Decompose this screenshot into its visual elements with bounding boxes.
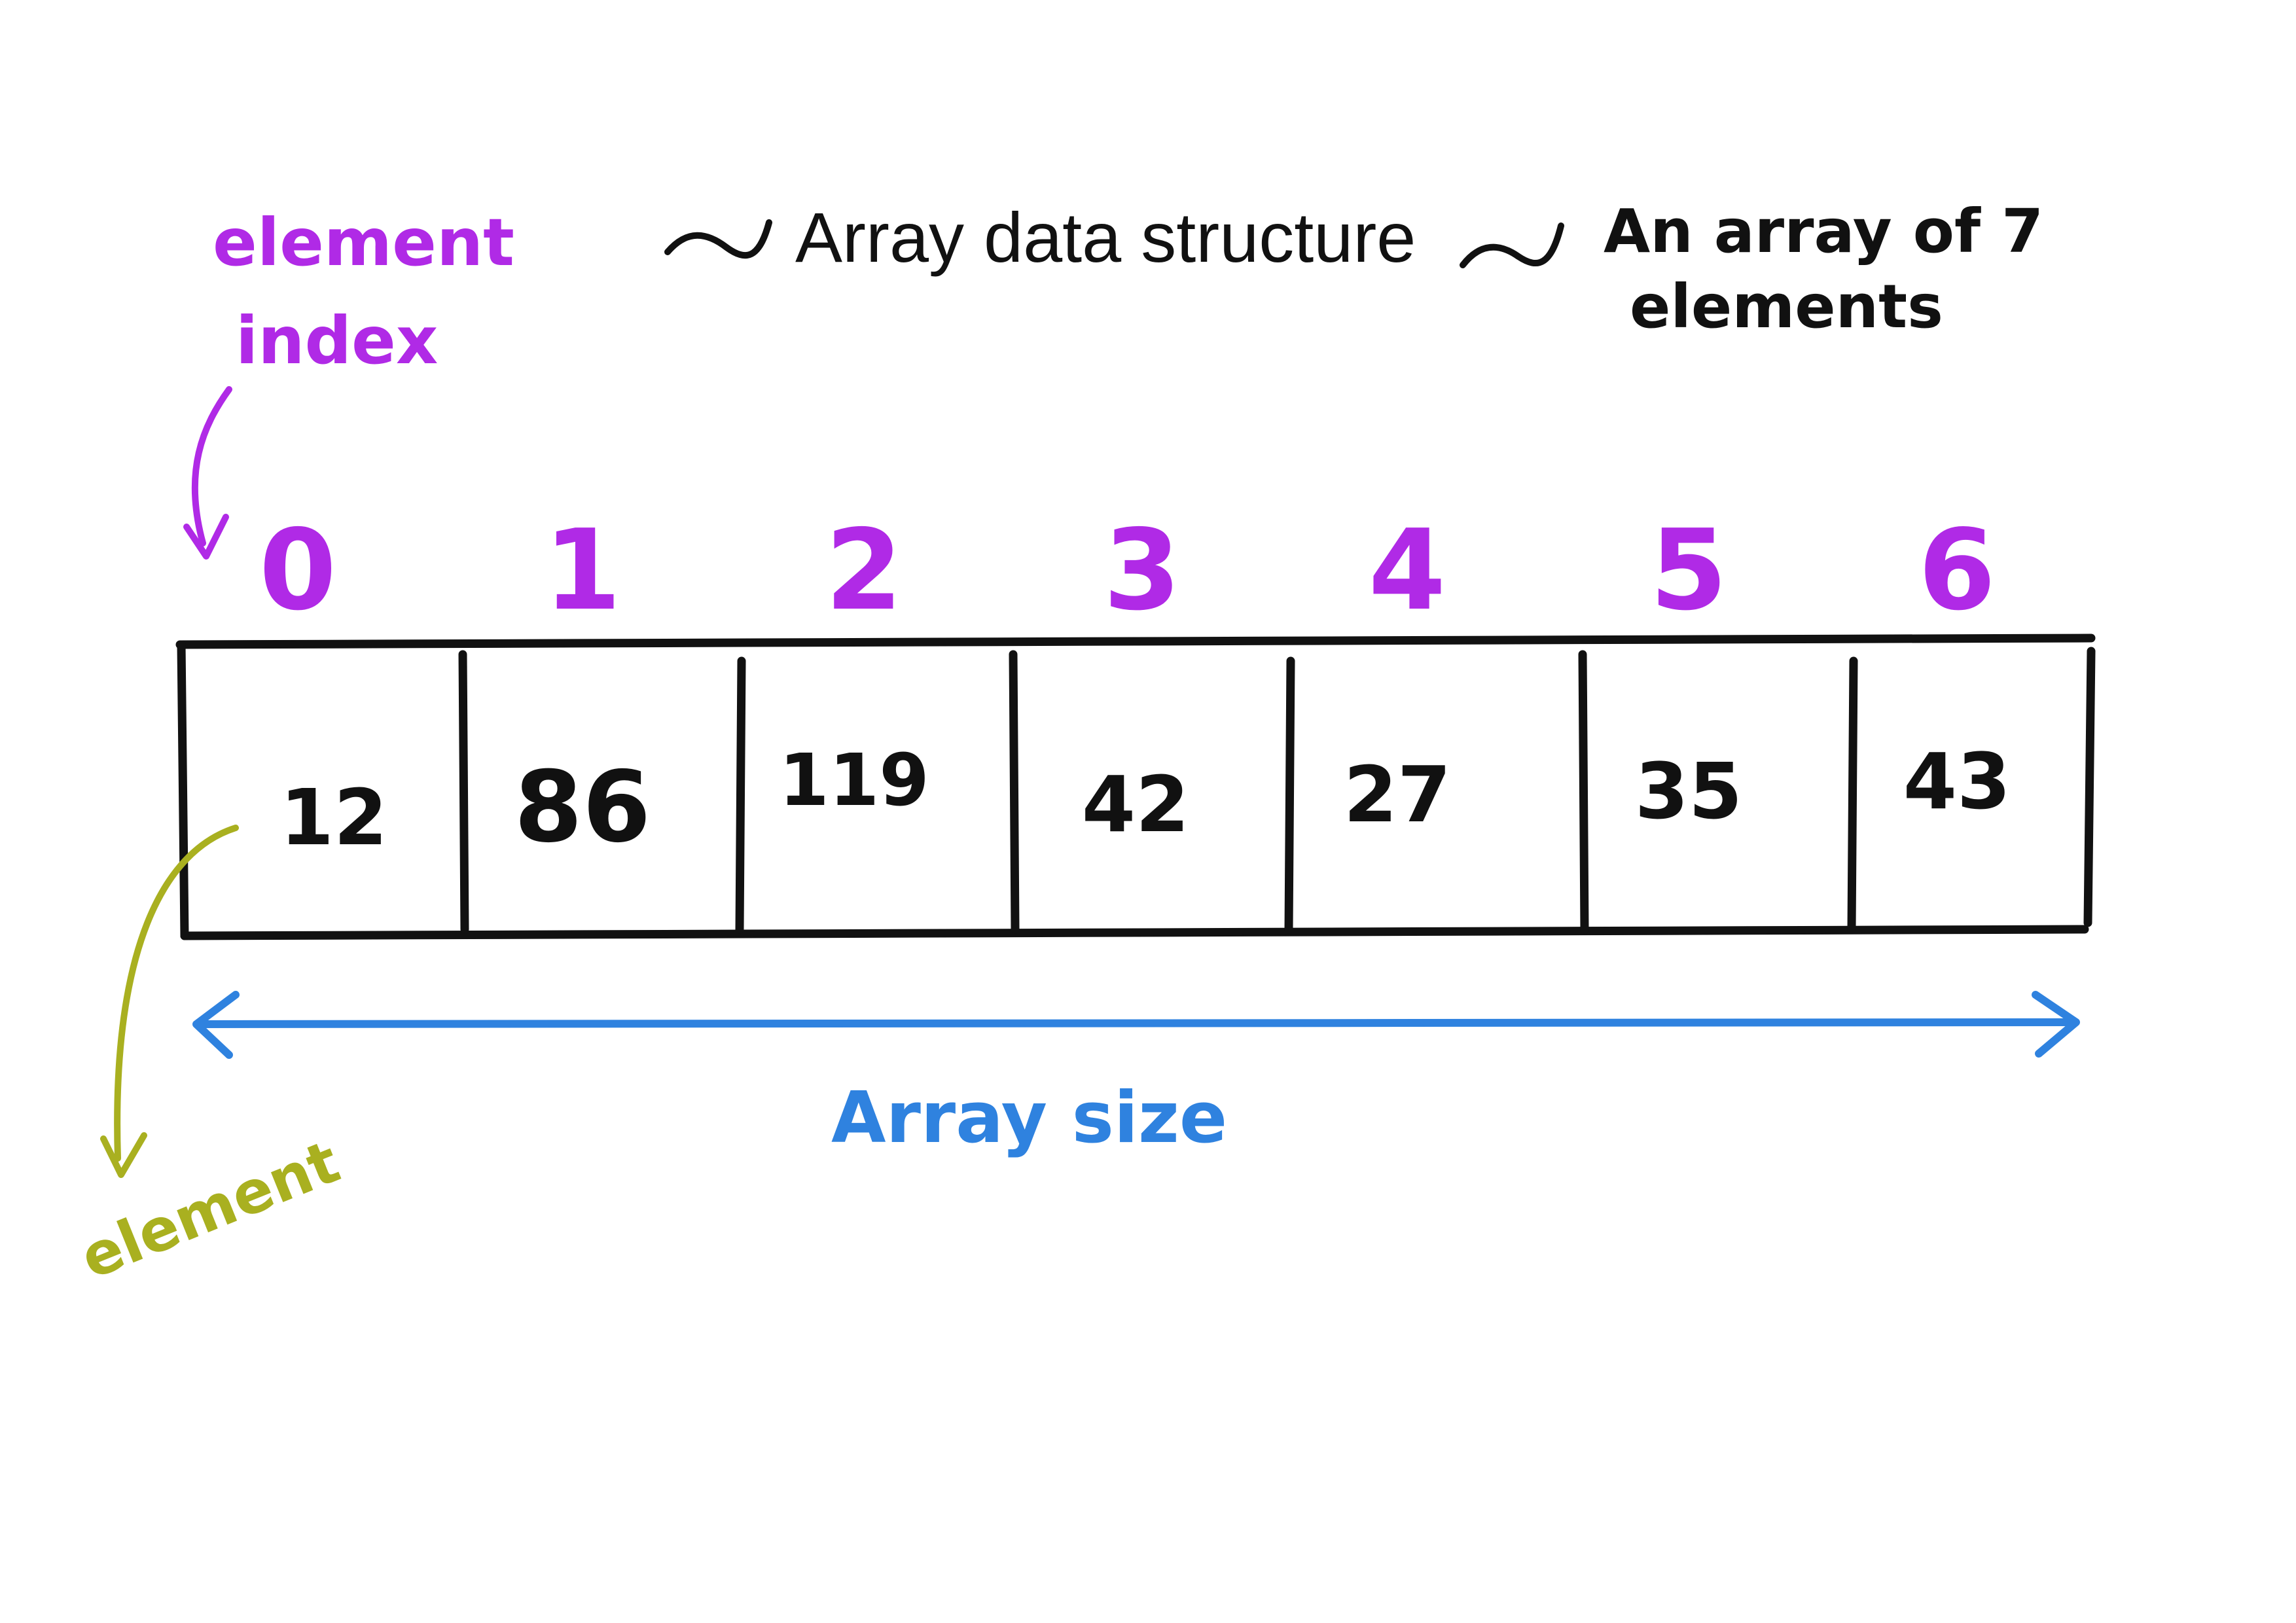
cell-divider <box>735 656 746 934</box>
cell-divider <box>1284 656 1295 934</box>
tilde-left-icon <box>664 219 772 259</box>
element-index-label: element index <box>183 204 514 560</box>
element-label-group: element <box>71 825 349 1293</box>
index-1: 1 <box>544 506 621 635</box>
element-index-line-2: index <box>236 302 438 379</box>
index-row: 0 1 2 3 4 5 6 <box>259 506 1996 635</box>
array-value: 12 <box>280 772 387 863</box>
array-value: 86 <box>514 751 651 865</box>
array-size-group: Array size <box>192 991 2080 1159</box>
array-bottom-border <box>180 925 2089 940</box>
array-value: 35 <box>1635 746 1742 836</box>
diagram-title: Array data structure <box>795 198 1416 277</box>
title-group: Array data structure <box>664 198 1564 277</box>
tilde-right-icon <box>1460 223 1564 268</box>
element-arrowhead-icon <box>100 1132 147 1178</box>
index-4: 4 <box>1369 506 1446 635</box>
array-box <box>175 633 2096 940</box>
index-arrowhead-icon <box>183 514 229 560</box>
array-right-border <box>2083 647 2096 927</box>
index-3: 3 <box>1103 506 1181 635</box>
array-left-border <box>177 640 189 940</box>
size-arrow-right-icon <box>2032 991 2080 1058</box>
array-value: 27 <box>1344 749 1451 840</box>
cell-divider <box>1847 656 1858 934</box>
cell-divider <box>1578 650 1589 934</box>
array-size-label: Array size <box>831 1077 1227 1159</box>
index-0: 0 <box>259 506 336 635</box>
array-value: 43 <box>1903 736 2011 827</box>
array-top-border <box>175 633 2096 649</box>
index-arrow-icon <box>191 386 232 546</box>
value-row: 12 86 119 42 27 35 43 <box>280 736 2011 865</box>
cell-dividers <box>458 650 1858 934</box>
index-5: 5 <box>1650 506 1727 635</box>
array-value: 42 <box>1082 759 1189 849</box>
size-arrow-left-icon <box>192 991 240 1059</box>
subtitle-group: An array of 7 elements <box>1604 196 2064 342</box>
size-arrow-line <box>196 1018 2079 1028</box>
element-arrow-icon <box>114 825 239 1162</box>
array-value: 119 <box>779 738 929 822</box>
subtitle: An array of 7 elements <box>1604 196 2064 342</box>
subtitle-line-2: elements <box>1630 272 1943 342</box>
index-2: 2 <box>825 506 903 635</box>
subtitle-line-1: An array of 7 <box>1604 196 2043 266</box>
element-index-line-1: element <box>213 204 514 281</box>
cell-divider <box>458 650 469 934</box>
cell-divider <box>1009 650 1020 934</box>
index-6: 6 <box>1918 506 1996 635</box>
